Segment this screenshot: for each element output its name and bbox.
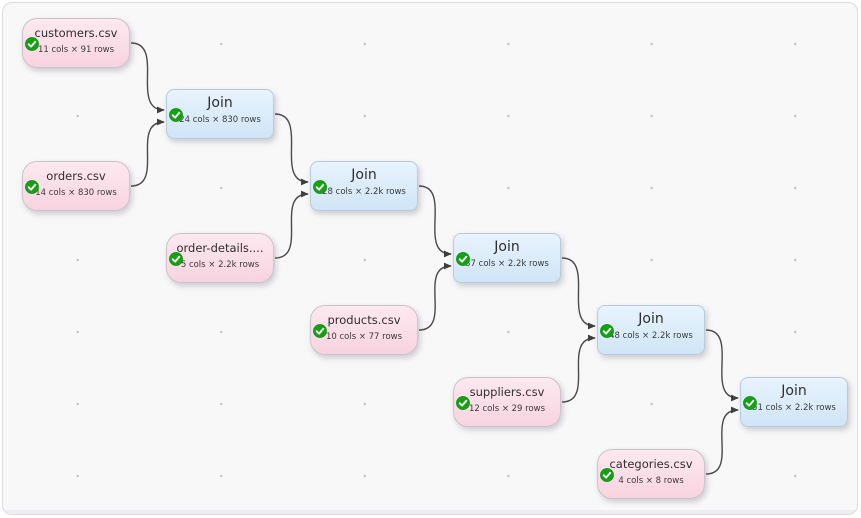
edge-products-to-join3 (418, 262, 452, 331)
source-node-suppliers[interactable]: suppliers.csv 12 cols × 29 rows (453, 377, 561, 427)
status-ok-icon (313, 180, 327, 194)
status-ok-icon (313, 324, 327, 338)
status-ok-icon (25, 180, 39, 194)
node-stats: 24 cols × 830 rows (179, 115, 261, 125)
edge-order-details-to-join2 (274, 190, 309, 259)
transform-node-join2[interactable]: Join 28 cols × 2.2k rows (310, 161, 418, 211)
node-title: order-details.... (176, 241, 264, 255)
edge-orders-to-join1 (130, 118, 165, 187)
node-stats: 11 cols × 91 rows (37, 45, 115, 55)
status-ok-icon (600, 468, 614, 482)
node-title: Join (351, 167, 377, 183)
source-node-order-details[interactable]: order-details.... 5 cols × 2.2k rows (166, 233, 274, 283)
source-node-categories[interactable]: categories.csv 4 cols × 8 rows (597, 449, 705, 499)
edge-join4-to-join5 (705, 329, 739, 402)
status-ok-icon (600, 324, 614, 338)
source-node-products[interactable]: products.csv 10 cols × 77 rows (310, 305, 418, 355)
edge-categories-to-join5 (705, 406, 739, 475)
node-title: Join (638, 311, 664, 327)
node-title: Join (494, 239, 520, 255)
edge-join3-to-join4 (561, 257, 596, 330)
transform-node-join1[interactable]: Join 24 cols × 830 rows (166, 89, 274, 139)
node-title: orders.csv (46, 169, 106, 183)
status-ok-icon (456, 396, 470, 410)
transform-node-join4[interactable]: Join 48 cols × 2.2k rows (597, 305, 705, 355)
edge-suppliers-to-join4 (561, 334, 596, 403)
node-title: suppliers.csv (469, 385, 545, 399)
node-stats: 5 cols × 2.2k rows (180, 260, 260, 270)
node-stats: 37 cols × 2.2k rows (465, 259, 549, 269)
edge-join2-to-join3 (418, 185, 452, 258)
transform-node-join3[interactable]: Join 37 cols × 2.2k rows (453, 233, 561, 283)
edge-layer (130, 42, 739, 475)
node-stats: 28 cols × 2.2k rows (322, 187, 406, 197)
node-stats: 14 cols × 830 rows (35, 188, 117, 198)
canvas-bottom-edge (3, 510, 857, 514)
edge-join1-to-join2 (274, 113, 309, 186)
node-title: categories.csv (609, 457, 693, 471)
node-title: Join (207, 95, 233, 111)
status-ok-icon (169, 252, 183, 266)
node-stats: 4 cols × 8 rows (618, 476, 684, 486)
status-ok-icon (456, 252, 470, 266)
status-ok-icon (169, 108, 183, 122)
node-stats: 48 cols × 2.2k rows (609, 331, 693, 341)
node-stats: 12 cols × 29 rows (468, 404, 546, 414)
node-stats: 10 cols × 77 rows (325, 332, 403, 342)
transform-node-join5[interactable]: Join 51 cols × 2.2k rows (740, 377, 848, 427)
source-node-orders[interactable]: orders.csv 14 cols × 830 rows (22, 161, 130, 211)
edge-customers-to-join1 (130, 42, 165, 114)
node-title: customers.csv (34, 26, 118, 40)
status-ok-icon (743, 396, 757, 410)
status-ok-icon (25, 37, 39, 51)
node-stats: 51 cols × 2.2k rows (752, 403, 836, 413)
node-title: Join (781, 383, 807, 399)
source-node-customers[interactable]: customers.csv 11 cols × 91 rows (22, 18, 130, 68)
node-title: products.csv (327, 313, 401, 327)
